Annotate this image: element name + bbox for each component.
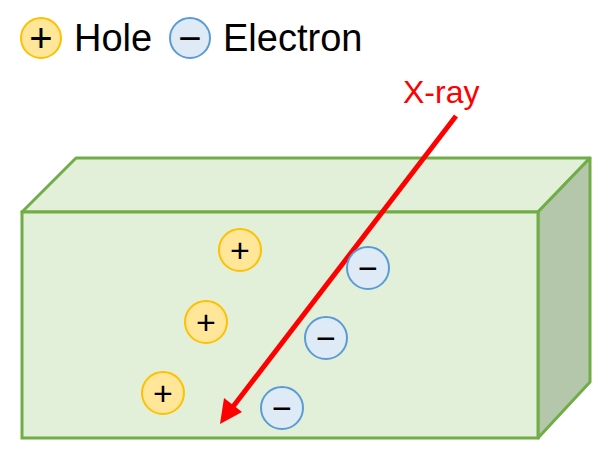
charge-sign: +	[230, 233, 250, 267]
charge-sign: −	[316, 321, 336, 355]
block-side	[538, 158, 590, 438]
legend-label: Electron	[223, 19, 362, 57]
electron-carrier: −	[346, 246, 390, 290]
xray-arrowhead	[220, 398, 242, 424]
charge-sign: −	[358, 251, 378, 285]
hole-carrier: +	[141, 371, 185, 415]
hole-carrier: +	[218, 228, 262, 272]
charge-sign: −	[178, 18, 201, 58]
charge-sign: +	[153, 376, 173, 410]
xray-label: X-ray	[403, 76, 479, 108]
electron-carrier: −	[304, 316, 348, 360]
block-top	[22, 158, 590, 212]
legend-label: Hole	[74, 19, 152, 57]
xray-arrow	[232, 116, 456, 408]
block-front	[22, 212, 538, 438]
hole-legend-symbol: +	[20, 17, 62, 59]
charge-sign: +	[196, 305, 216, 339]
electron-carrier: −	[260, 386, 304, 430]
hole-carrier: +	[184, 300, 228, 344]
charge-sign: +	[29, 18, 52, 58]
charge-sign: −	[272, 391, 292, 425]
electron-legend-symbol: −	[169, 17, 211, 59]
